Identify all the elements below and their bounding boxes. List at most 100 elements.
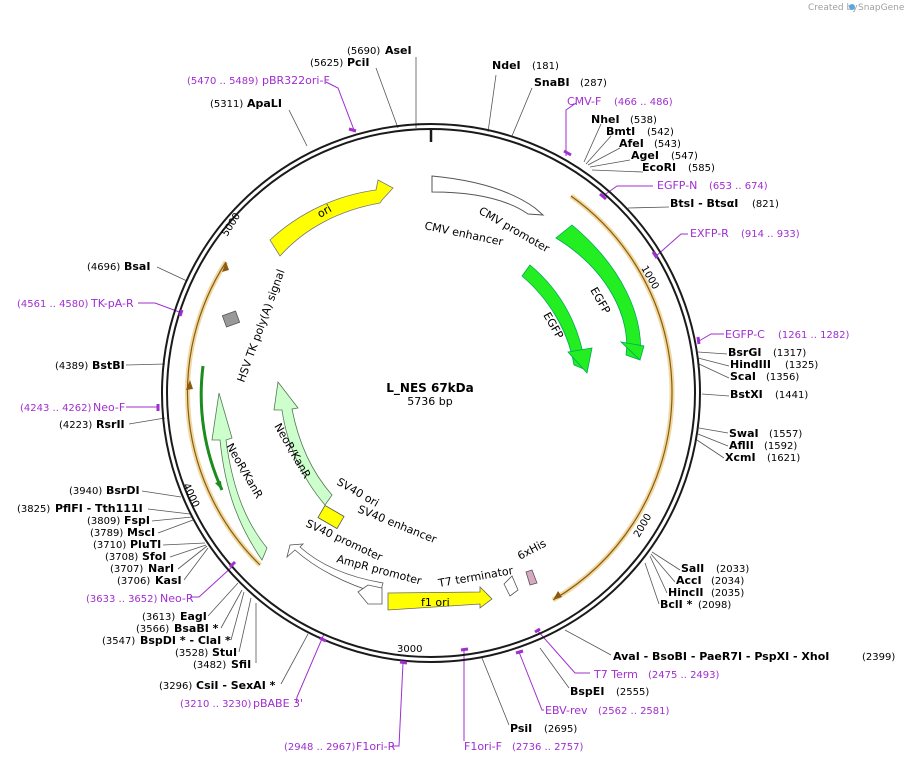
site-name: BstXI xyxy=(730,388,763,401)
site-pos: (585) xyxy=(688,163,715,174)
site-pos: (3706) xyxy=(117,576,150,587)
label-sv40-ori: SV40 ori xyxy=(335,475,382,509)
site-pos: (2098) xyxy=(698,600,731,611)
tick-3000: 3000 xyxy=(397,644,422,655)
site-name: SfiI xyxy=(231,658,251,671)
site-name: BsaBI * xyxy=(174,622,219,635)
site-name: BspEI xyxy=(570,685,604,698)
primer-name: pBR322ori-F xyxy=(262,74,330,87)
primer-name: Neo-F xyxy=(93,401,125,414)
site-pos: (5311) xyxy=(210,99,243,110)
primer-range: (1261 .. 1282) xyxy=(778,330,850,341)
site-pos: (3809) xyxy=(87,516,120,527)
site-pos: (1441) xyxy=(775,390,808,401)
site-name: PsiI xyxy=(510,722,532,735)
site-pos: (2695) xyxy=(544,724,577,735)
site-pos: (1592) xyxy=(764,441,797,452)
cmv-arrow xyxy=(431,175,545,216)
site-name: SnaBI xyxy=(534,76,570,89)
site-name: ScaI xyxy=(730,370,756,383)
primer-range: (4561 .. 4580) xyxy=(17,299,89,310)
site-name: ApaLI xyxy=(247,97,282,110)
tick-5000: 5000 xyxy=(220,211,243,238)
site-pos: (3528) xyxy=(175,648,208,659)
egfp-arrow-inner xyxy=(521,264,587,371)
site-name: BclI * xyxy=(660,598,693,611)
label-cmv-promoter: CMV promoter xyxy=(477,204,553,255)
primer-range: (2948 .. 2967) xyxy=(284,742,356,753)
primer-range: (2562 .. 2581) xyxy=(598,706,670,717)
site-name: KasI xyxy=(155,574,182,587)
site-name: NdeI xyxy=(492,59,521,72)
neo-arrow-inner xyxy=(273,381,333,506)
his-tag-block xyxy=(525,569,538,586)
site-pos: (1621) xyxy=(767,453,800,464)
leader-lines xyxy=(125,57,730,726)
site-pos: (3825) xyxy=(17,504,50,515)
green-arrowhead xyxy=(215,481,222,490)
primer-range: (3210 .. 3230) xyxy=(180,699,252,710)
site-pos: (3789) xyxy=(90,528,123,539)
site-pos: (2035) xyxy=(711,588,744,599)
site-pos: (543) xyxy=(654,139,681,150)
site-name: NarI xyxy=(148,562,174,575)
site-name: RsrII xyxy=(96,418,125,431)
f1-ori-arrow xyxy=(387,586,493,611)
site-name: PciI xyxy=(347,56,369,69)
site-name: AseI xyxy=(385,44,412,57)
site-name: CsiI - SexAI * xyxy=(196,679,276,692)
site-pos: (547) xyxy=(671,151,698,162)
site-pos: (3566) xyxy=(136,624,169,635)
primer-name: EBV-rev xyxy=(545,704,588,717)
primer-name: F1ori-F xyxy=(464,740,502,753)
primer-range: (5470 .. 5489) xyxy=(187,76,259,87)
site-pos: (2555) xyxy=(616,687,649,698)
site-name: SwaI xyxy=(729,427,759,440)
site-pos: (181) xyxy=(532,61,559,72)
label-f1-ori: f1 ori xyxy=(421,596,450,609)
site-pos: (3547) xyxy=(102,636,135,647)
ampr-promoter-arrow xyxy=(357,584,383,605)
site-pos: (1325) xyxy=(785,360,818,371)
neo-arrow-outer xyxy=(211,392,268,561)
label-hsv-tk: HSV TK poly(A) signal xyxy=(235,268,288,384)
site-pos: (3940) xyxy=(69,486,102,497)
site-pos: (3710) xyxy=(93,540,126,551)
primer-name: CMV-F xyxy=(567,95,601,108)
site-pos: (4223) xyxy=(59,420,92,431)
primer-range: (3633 .. 3652) xyxy=(86,594,158,605)
primer-name: F1ori-R xyxy=(356,740,396,753)
site-name: XcmI xyxy=(725,451,756,464)
site-pos: (1557) xyxy=(769,429,802,440)
site-name: StuI xyxy=(212,646,237,659)
site-name: MscI xyxy=(127,526,155,539)
orange-arcs xyxy=(184,193,675,603)
site-name: BtsI - BtsαI xyxy=(670,197,738,210)
site-name: BspDI * - ClaI * xyxy=(140,634,231,647)
ori-arrow xyxy=(269,179,394,257)
site-name: EagI xyxy=(180,610,207,623)
primer-range: (2475 .. 2493) xyxy=(648,670,720,681)
site-name: SalI xyxy=(681,562,704,575)
site-name: NheI xyxy=(591,113,620,126)
sv40-ori-block xyxy=(317,504,345,530)
site-pos: (2399) xyxy=(862,652,895,663)
site-name: FspI xyxy=(124,514,150,527)
site-name: PflFI - Tth111I xyxy=(55,502,143,515)
site-pos: (1356) xyxy=(766,372,799,383)
primer-marks xyxy=(156,127,701,665)
backbone-outer xyxy=(161,123,701,663)
label-sv40-enhancer: SV40 enhancer xyxy=(356,503,439,547)
t7-terminator-arrow xyxy=(503,575,519,597)
site-pos: (2034) xyxy=(711,576,744,587)
site-name: AvaI - BsoBI - PaeR7I - PspXI - XhoI xyxy=(613,650,829,663)
primer-range: (466 .. 486) xyxy=(614,97,673,108)
label-6xhis: 6xHis xyxy=(515,537,548,563)
site-name: AflII xyxy=(729,439,754,452)
site-pos: (3707) xyxy=(110,564,143,575)
site-pos: (821) xyxy=(752,199,779,210)
label-t7-terminator: T7 terminator xyxy=(436,564,514,590)
primer-name: pBABE 3' xyxy=(253,697,303,710)
site-name: HindIII xyxy=(730,358,771,371)
